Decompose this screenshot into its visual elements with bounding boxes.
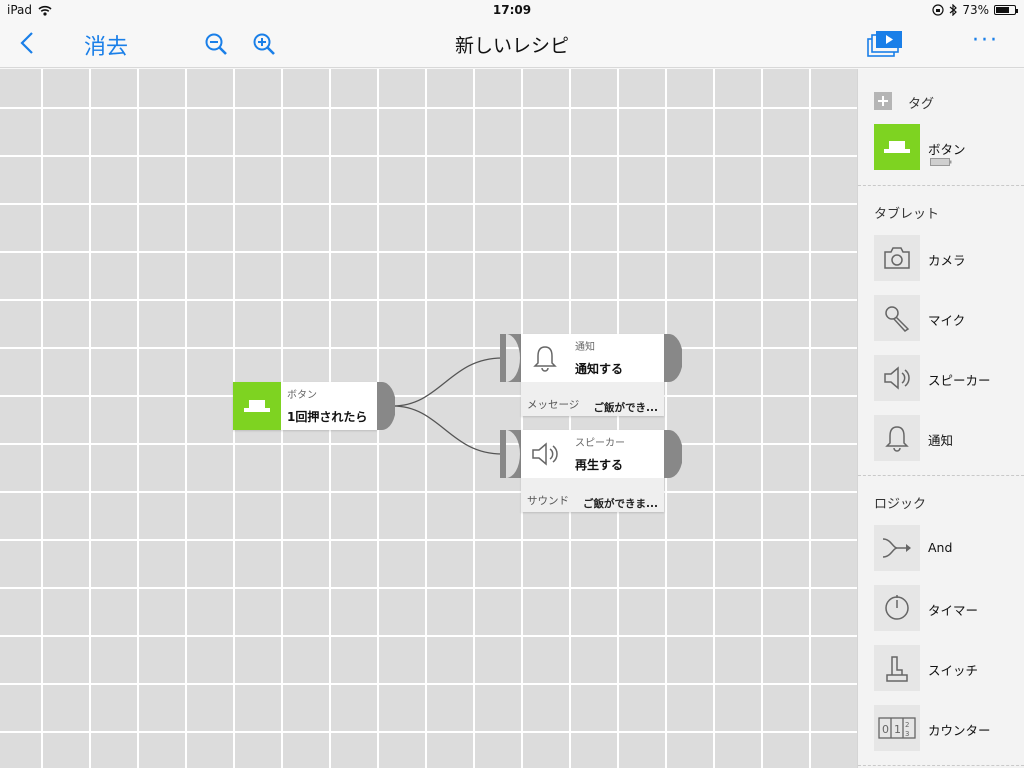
parameter-value: ご飯ができま... [583,498,658,510]
node-parameter[interactable]: サウンド ご飯ができま... [521,478,664,512]
input-port[interactable] [500,334,521,382]
sidebar-item-label: And [928,540,953,555]
sidebar-item-switch[interactable]: スイッチ [874,645,1024,693]
sidebar-item-microphone[interactable]: マイク [874,295,1024,343]
switch-icon [874,645,920,691]
bluetooth-icon [949,4,958,16]
svg-text:1: 1 [894,723,901,736]
sidebar-item-label: カメラ [928,253,966,268]
button-trigger-node[interactable]: ボタン 1回押されたら [233,382,377,430]
section-divider [858,185,1024,186]
sidebar-item-timer[interactable]: タイマー [874,585,1024,633]
sidebar-item-label: スピーカー [928,373,991,388]
zoom-in-icon[interactable] [252,32,276,56]
svg-text:2: 2 [905,721,909,729]
node-parameter[interactable]: メッセージ ご飯ができ... [521,382,664,416]
sidebar-item-speaker[interactable]: スピーカー [874,355,1024,403]
wifi-icon [38,5,52,16]
node-action: 1回押されたら [287,410,368,424]
battery-percent: 73% [962,3,989,17]
status-time: 17:09 [492,3,532,17]
node-action: 通知する [575,362,624,376]
device-name: iPad [7,3,33,17]
sidebar-item-label: カウンター [928,723,991,738]
play-stack-icon[interactable] [866,30,904,58]
camera-icon [874,235,920,281]
plus-icon[interactable] [874,92,892,110]
output-port[interactable] [664,430,682,478]
battery-icon [994,5,1018,15]
bell-icon [521,334,569,382]
section-title-logic: ロジック [874,497,927,512]
battery-fill [996,7,1010,13]
sidebar-item-label: ボタン [928,142,966,157]
node-action: 再生する [575,458,624,472]
status-right: 73% [932,3,1018,17]
connection-wires [392,357,503,455]
section-title-tablet: タブレット [874,207,940,222]
sidebar-item-label: タイマー [928,603,979,618]
sidebar-item-button[interactable]: ボタン [874,124,1024,172]
component-sidebar: タグ ボタン タブレット カメラ マイク スピーカー 通知 [857,69,1024,768]
zoom-out-icon[interactable] [204,32,228,56]
wire-button-to-notify [392,357,503,407]
node-category: 通知 [575,342,595,353]
node-category: ボタン [287,390,317,401]
output-port[interactable] [377,382,395,430]
more-button[interactable]: ··· [972,28,999,53]
section-divider [858,475,1024,476]
parameter-label: メッセージ [527,399,580,411]
parameter-label: サウンド [527,495,569,507]
sidebar-item-label: マイク [928,313,966,328]
button-icon [233,382,281,430]
chevron-left-icon[interactable] [14,28,40,58]
parameter-value: ご飯ができ... [593,402,658,414]
status-left: iPad [7,3,52,17]
section-divider [858,765,1024,766]
page-title: 新しいレシピ [454,35,569,57]
output-port[interactable] [664,334,682,382]
sidebar-item-camera[interactable]: カメラ [874,235,1024,283]
sidebar-item-label: 通知 [928,433,954,448]
battery-cap [1016,9,1018,13]
clear-button[interactable]: 消去 [84,35,129,60]
sidebar-item-label: スイッチ [928,663,979,678]
button-icon [874,124,920,170]
speaker-node[interactable]: スピーカー 再生する サウンド ご飯ができま... [521,430,664,512]
sidebar-item-notify[interactable]: 通知 [874,415,1024,463]
bell-icon [874,415,920,461]
microphone-icon [874,295,920,341]
nav-bar: 消去 新しいレシピ ··· [0,20,1024,68]
timer-icon [874,585,920,631]
svg-text:3: 3 [905,730,909,738]
and-merge-icon [874,525,920,571]
notify-node[interactable]: 通知 通知する メッセージ ご飯ができ... [521,334,664,416]
wire-button-to-speaker [392,405,503,455]
orientation-lock-icon [932,4,944,16]
speaker-icon [874,355,920,401]
sidebar-item-and[interactable]: And [874,525,1024,573]
battery-level-icon [930,158,952,166]
svg-text:0: 0 [882,723,889,736]
speaker-icon [521,430,569,478]
node-category: スピーカー [575,438,625,449]
section-title-tag: タグ [908,97,935,112]
input-port[interactable] [500,430,521,478]
recipe-canvas[interactable]: ボタン 1回押されたら 通知 通知する メッセージ ご飯ができ... スピーカー [0,69,857,768]
status-bar: iPad 17:09 73% [0,0,1024,20]
